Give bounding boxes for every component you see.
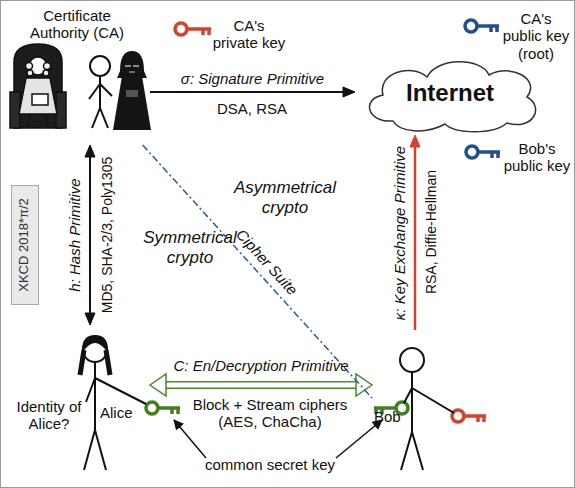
arrow-head	[410, 135, 420, 147]
internet-cloud: Internet	[355, 55, 545, 135]
annotation-label: Identity of Alice?	[10, 398, 88, 433]
arrow-head	[343, 87, 355, 97]
connector-group	[143, 145, 372, 398]
node-text: Alice	[100, 404, 148, 421]
alice-figure: Alice	[60, 325, 150, 470]
edge-label: σ: Signature Primitive	[181, 70, 324, 87]
key-exchange-arrow	[414, 143, 417, 330]
annotation-label: Block + Stream ciphers (AES, ChaCha)	[180, 396, 360, 431]
public-key-icon	[465, 20, 499, 32]
edge-label: C: En/Decryption Primitive	[173, 357, 348, 374]
annotation-label: RSA, Diffie-Hellman	[423, 170, 439, 294]
node-text: Internet	[355, 79, 545, 107]
private-key-icon	[452, 410, 486, 422]
node-text: XKCD 2018*π/2	[17, 186, 32, 304]
ca-figure-group: Certificate Authority (CA)	[5, 5, 150, 145]
bob-figure: Bob	[372, 330, 452, 470]
connector-group	[85, 145, 95, 325]
annotation-label: CA's private key	[210, 17, 288, 52]
node-text: Certificate Authority (CA)	[22, 7, 132, 42]
annotation-label: DSA, RSA	[200, 100, 304, 117]
encryption-arrow	[165, 381, 357, 389]
hash-arrow	[89, 153, 91, 316]
connector-group	[410, 135, 420, 330]
bob-stick-figure	[400, 348, 454, 470]
arrow-head	[150, 374, 166, 396]
node-text: Bob	[374, 408, 414, 425]
edge-label: h: Hash Primitive	[66, 178, 83, 291]
edge-label: κ: Key Exchange Primitive	[391, 145, 408, 319]
annotation-label: CA's public key (root)	[500, 10, 572, 62]
comic-reference-box: XKCD 2018*π/2	[11, 185, 39, 305]
alice-stick-figure	[80, 336, 146, 470]
arrow-hollow-core	[165, 383, 357, 388]
annotation-label: Asymmetrical crypto	[225, 178, 345, 217]
annotation-label: Bob's public key	[502, 140, 572, 175]
connector-group	[150, 87, 355, 97]
public-key-icon	[466, 146, 500, 158]
dark-lord-figure	[113, 51, 151, 130]
arrow-head	[85, 313, 95, 325]
leader-arrow	[336, 420, 382, 458]
arrow-head	[85, 145, 95, 157]
annotation-label: MD5, SHA-2/3, Poly1305	[99, 157, 115, 313]
private-key-icon	[175, 23, 211, 35]
judge-figure	[10, 44, 66, 128]
secret-key-icon	[146, 402, 180, 414]
ca-person-figure	[89, 56, 112, 128]
edge-label: Cipher Suite	[233, 225, 301, 298]
annotation-label: Symmetrical crypto	[130, 228, 250, 267]
connector-group	[150, 374, 372, 396]
signature-arrow	[150, 91, 347, 93]
arrow-head	[356, 374, 372, 396]
annotation-label: common secret key	[170, 456, 370, 473]
cipher-suite-line	[143, 145, 372, 398]
leader-arrow	[174, 420, 206, 458]
